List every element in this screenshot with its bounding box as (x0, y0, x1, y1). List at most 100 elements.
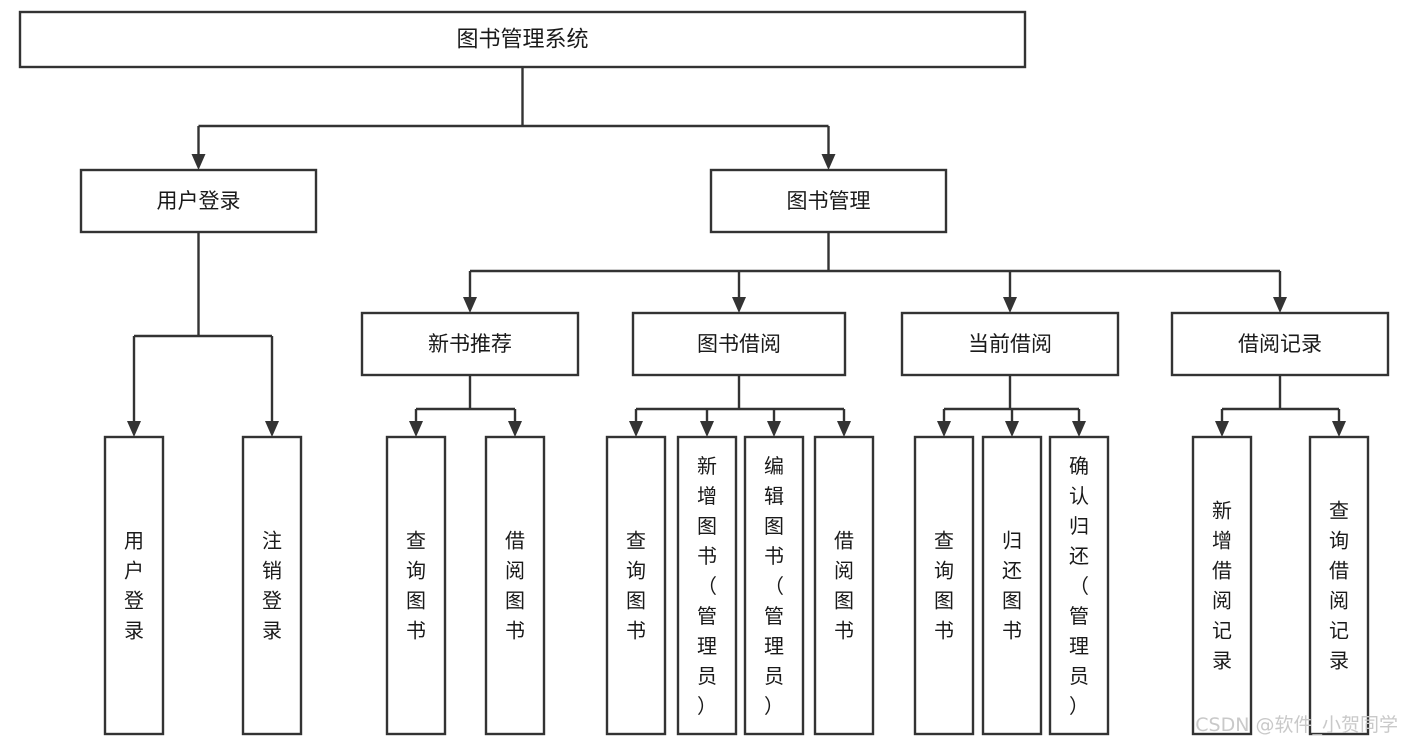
node-label-leaf-user-login: 户 (124, 559, 144, 583)
node-label-leaf-bb-query: 书 (626, 619, 646, 643)
arrow-head-icon (937, 421, 951, 437)
node-box-user-login (79, 168, 318, 234)
arrow-head-icon (1273, 297, 1287, 313)
node-label-leaf-bb-borrow: 书 (834, 619, 854, 643)
arrow-head-icon (1003, 297, 1017, 313)
arrow-head-icon (767, 421, 781, 437)
node-current-borrow[interactable]: 当前借阅 (900, 311, 1120, 377)
arrow-head-icon (508, 421, 522, 437)
node-box-leaf-cb-query (913, 435, 975, 736)
arrow-head-icon (821, 154, 836, 170)
node-label-leaf-rec-borrow: 阅 (505, 559, 525, 583)
connector-group-new-book-rec (409, 375, 522, 437)
node-label-leaf-rec-borrow: 借 (505, 529, 525, 553)
node-box-leaf-cb-confirm (1048, 435, 1110, 736)
node-box-new-book-rec (360, 311, 580, 377)
node-label-leaf-bb-edit: 管 (764, 604, 784, 628)
node-label-leaf-bb-edit: 图 (764, 514, 784, 538)
node-label-leaf-bb-add: 新 (697, 454, 717, 478)
node-label-leaf-br-add: 增 (1212, 529, 1232, 553)
node-label-leaf-cb-query: 询 (934, 559, 954, 583)
node-new-book-rec[interactable]: 新书推荐 (360, 311, 580, 377)
node-borrow-record[interactable]: 借阅记录 (1170, 311, 1390, 377)
node-label-leaf-br-query: 询 (1329, 529, 1349, 553)
arrow-head-icon (409, 421, 423, 437)
connector-group-borrow-record (1215, 375, 1346, 437)
node-label-leaf-bb-edit: ） (764, 694, 784, 718)
node-label-leaf-bb-edit: 书 (764, 544, 784, 568)
node-label-leaf-cb-query: 查 (934, 529, 954, 553)
node-label-root: 图书管理系统 (456, 28, 588, 53)
node-label-leaf-rec-borrow: 书 (505, 619, 525, 643)
node-label-leaf-cb-confirm: 员 (1069, 664, 1089, 688)
node-box-leaf-logout (241, 435, 303, 736)
node-label-new-book-rec: 新书推荐 (428, 332, 512, 356)
node-label-leaf-rec-borrow: 图 (505, 589, 525, 613)
node-box-leaf-bb-borrow (813, 435, 875, 736)
node-label-leaf-cb-confirm: 管 (1069, 604, 1089, 628)
node-book-manage[interactable]: 图书管理 (709, 168, 948, 234)
node-label-leaf-bb-edit: 理 (764, 634, 784, 658)
node-book-borrow[interactable]: 图书借阅 (631, 311, 847, 377)
connector-group-book-borrow (629, 375, 851, 437)
node-label-leaf-bb-add: 增 (697, 484, 717, 508)
node-label-leaf-bb-add: （ (697, 574, 717, 598)
node-label-leaf-bb-add: 理 (697, 634, 717, 658)
node-user-login[interactable]: 用户登录 (79, 168, 318, 234)
node-label-leaf-rec-query: 询 (406, 559, 426, 583)
node-box-root (18, 10, 1027, 69)
node-label-leaf-br-add: 借 (1212, 559, 1232, 583)
watermark: CSDN @软件_小贺同学 (1195, 714, 1398, 736)
arrow-head-icon (1215, 421, 1229, 437)
connector-group-user-login (127, 232, 279, 437)
node-label-leaf-bb-edit: 辑 (764, 484, 784, 508)
node-label-leaf-bb-query: 查 (626, 529, 646, 553)
node-label-leaf-rec-query: 书 (406, 619, 426, 643)
node-label-leaf-bb-query: 询 (626, 559, 646, 583)
node-layer: 图书管理系统用户登录图书管理新书推荐图书借阅当前借阅借阅记录用户登录注销登录查询… (18, 10, 1390, 736)
node-label-leaf-user-login: 用 (124, 529, 144, 553)
node-label-leaf-user-login: 录 (124, 619, 144, 643)
node-box-leaf-br-query (1308, 435, 1370, 736)
node-label-leaf-bb-add: ） (697, 694, 717, 718)
node-label-leaf-cb-confirm: 认 (1069, 484, 1089, 508)
arrow-head-icon (1332, 421, 1346, 437)
arrow-head-icon (629, 421, 643, 437)
node-label-leaf-br-add: 新 (1212, 499, 1232, 523)
node-box-leaf-rec-borrow (484, 435, 546, 736)
node-leaf-user-login[interactable]: 用户登录 (103, 435, 165, 736)
node-label-leaf-bb-borrow: 阅 (834, 559, 854, 583)
node-box-book-borrow (631, 311, 847, 377)
node-box-leaf-cb-return (981, 435, 1043, 736)
node-box-leaf-br-add (1191, 435, 1253, 736)
arrow-head-icon (1005, 421, 1019, 437)
node-label-leaf-bb-add: 员 (697, 664, 717, 688)
node-label-leaf-br-query: 录 (1329, 649, 1349, 673)
node-box-leaf-user-login (103, 435, 165, 736)
arrow-head-icon (1072, 421, 1086, 437)
node-label-leaf-cb-confirm: 确 (1069, 454, 1089, 478)
node-label-leaf-cb-confirm: 归 (1069, 514, 1089, 538)
node-box-borrow-record (1170, 311, 1390, 377)
arrow-head-icon (127, 421, 141, 437)
node-label-leaf-bb-add: 管 (697, 604, 717, 628)
node-label-leaf-cb-query: 书 (934, 619, 954, 643)
node-label-current-borrow: 当前借阅 (968, 332, 1052, 356)
arrow-head-icon (463, 297, 477, 313)
node-label-leaf-cb-query: 图 (934, 589, 954, 613)
node-label-leaf-br-add: 记 (1212, 619, 1232, 643)
node-root[interactable]: 图书管理系统 (18, 10, 1027, 69)
node-label-leaf-cb-return: 还 (1002, 559, 1022, 583)
